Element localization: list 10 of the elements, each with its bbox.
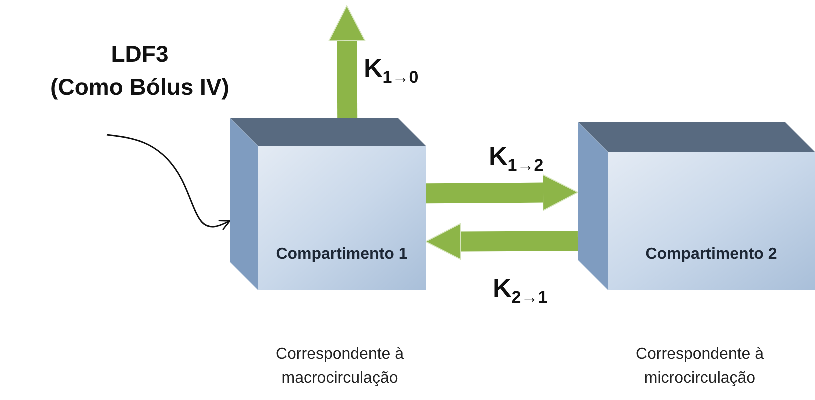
arrow xyxy=(106,134,231,231)
compartment-label: Compartimento 1 xyxy=(275,246,409,264)
arrow xyxy=(426,223,578,260)
drug-label: (Como Bólus IV) xyxy=(50,73,230,102)
node-label: Correspondente à microcirculação xyxy=(634,345,766,389)
compartment-label: Compartimento 2 xyxy=(644,246,778,264)
arrow xyxy=(328,6,366,118)
node-label: Correspondente à macrocirculação xyxy=(274,345,406,389)
drug-label: LDF3 xyxy=(110,40,170,69)
arrow xyxy=(426,174,578,212)
